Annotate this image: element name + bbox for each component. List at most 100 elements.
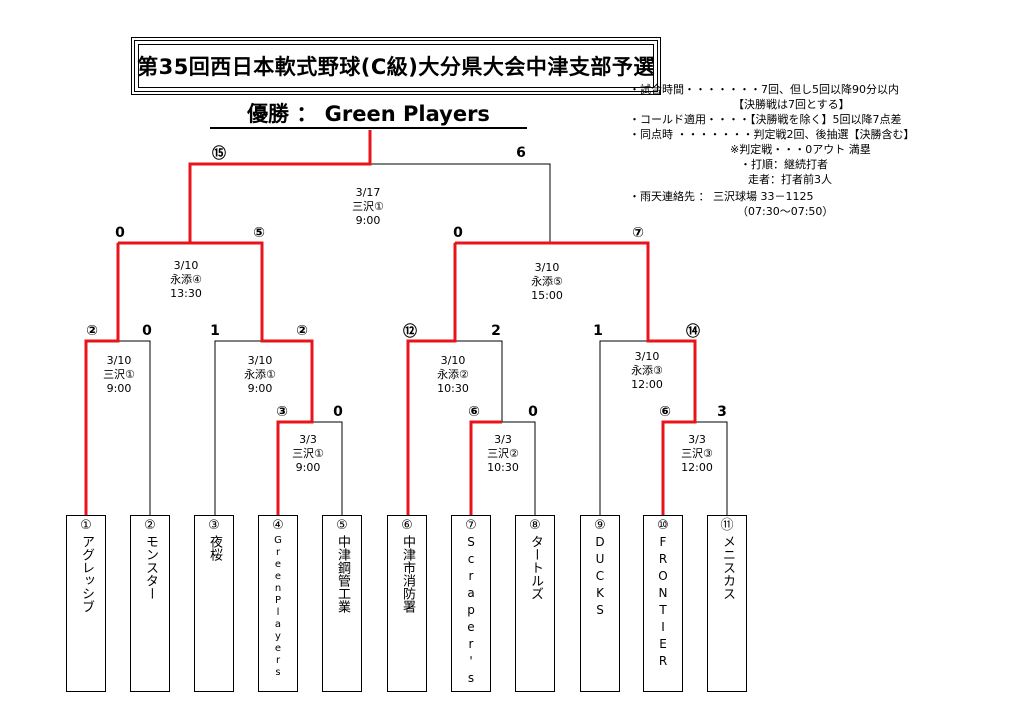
game-date: 3/3 (299, 433, 317, 446)
team-name: 夜桜 (207, 535, 222, 561)
game-time: 13:30 (170, 287, 202, 300)
score-g9-b: ⑦ (632, 225, 644, 241)
game-date: 3/10 (634, 350, 660, 363)
game-venue: 三沢① (103, 368, 135, 381)
team-box: ⑩ FRONTIER (643, 515, 683, 692)
game-info-g2: 3/3 三沢② 10:30 (487, 433, 519, 475)
score-final-b: 6 (516, 145, 526, 161)
score-g4-b: 0 (142, 323, 152, 339)
winner-label: 優勝 ： Green Players (247, 102, 490, 126)
team-box: ⑥ 中津市消防署 (387, 515, 427, 692)
team-box: ⑨ DUCKS (580, 515, 620, 692)
team-name: 中津市消防署 (400, 535, 415, 613)
rule-line: ・試合時間・・・・・・・7回、但し5回以降90分以内 (629, 83, 899, 96)
game-time: 9:00 (355, 214, 381, 227)
game-info-g7: 3/10 永添③ 12:00 (631, 350, 663, 392)
game-info-g1: 3/3 三沢① 9:00 (292, 433, 324, 475)
team-number: ② (144, 518, 156, 533)
game-venue: 永添④ (170, 273, 202, 286)
team-number: ⑦ (465, 518, 477, 533)
game-info-g4: 3/10 三沢① 9:00 (103, 354, 135, 396)
team-box: ⑪ メニスカス (707, 515, 747, 692)
score-g6-b: 2 (491, 323, 501, 339)
line-g7-a (599, 340, 648, 515)
team-name: タートルズ (528, 535, 543, 600)
team-number: ⑥ (401, 518, 413, 533)
game-venue: 三沢① (352, 200, 384, 213)
score-g4-a: ② (86, 323, 98, 339)
winner-underline (210, 127, 527, 129)
team-name: メニスカス (720, 535, 735, 600)
red-team7-path (469, 420, 502, 515)
line-final-b (370, 163, 551, 243)
game-venue: 永添① (244, 368, 276, 381)
team-box: ⑤ 中津鋼管工業 (322, 515, 362, 692)
game-info-g9: 3/10 永添⑤ 15:00 (531, 261, 563, 303)
team-number: ④ (272, 518, 284, 533)
score-g7-a: 1 (593, 323, 603, 339)
rule-line: ※判定戦・・・0アウト 満塁 (730, 143, 871, 156)
game-info-g6: 3/10 永添② 10:30 (437, 354, 469, 396)
rule-line: ・雨天連絡先 ： 三沢球場 33－1125 (629, 190, 814, 203)
red-team10-path (550, 241, 697, 515)
game-info-g5: 3/10 永添① 9:00 (244, 354, 276, 396)
team-number: ⑤ (336, 518, 348, 533)
team-number: ⑩ (657, 518, 669, 533)
score-g7-b: ⑭ (686, 324, 700, 340)
team-box: ② モンスター (130, 515, 170, 692)
game-info-g3: 3/3 三沢③ 12:00 (681, 433, 713, 475)
game-date: 3/3 (688, 433, 706, 446)
game-time: 9:00 (247, 382, 273, 395)
line-g6-b (455, 340, 503, 422)
game-time: 12:00 (681, 461, 713, 474)
score-g9-a: 0 (453, 225, 463, 241)
page-title: 第35回西日本軟式野球(C級)大分県大会中津支部予選 (137, 55, 655, 79)
score-g3-b: 3 (717, 404, 727, 420)
game-date: 3/17 (355, 186, 381, 199)
score-g5-b: ② (296, 323, 308, 339)
score-g2-a: ⑥ (468, 404, 480, 420)
team-number: ③ (208, 518, 220, 533)
title-box: 第35回西日本軟式野球(C級)大分県大会中津支部予選 (131, 37, 661, 95)
line-g1-b (312, 421, 343, 515)
game-venue: 三沢② (487, 447, 519, 460)
team-box: ⑦ Scraper's (451, 515, 491, 692)
rule-line: ・コールド適用・・・・【決勝戦を除く】5回以降7点差 (629, 113, 902, 126)
game-venue: 三沢① (292, 447, 324, 460)
rule-line: （07:30〜07:50） (737, 205, 834, 218)
game-time: 9:00 (106, 382, 132, 395)
score-g1-a: ③ (276, 404, 288, 420)
game-time: 9:00 (295, 461, 321, 474)
score-g1-b: 0 (333, 404, 343, 420)
team-name: モンスター (143, 535, 158, 600)
game-info-final: 3/17 三沢① 9:00 (352, 186, 384, 228)
team-box: ⑧ タートルズ (515, 515, 555, 692)
game-time: 12:00 (631, 378, 663, 391)
team-name: GreenPlayers (272, 535, 284, 679)
game-date: 3/10 (173, 259, 199, 272)
line-g3-b (695, 421, 728, 515)
team-name: Scraper's (464, 535, 478, 688)
game-date: 3/10 (440, 354, 466, 367)
team-name: アグレッシブ (79, 535, 94, 613)
red-team6-path (406, 243, 457, 515)
game-venue: 永添② (437, 368, 469, 381)
red-team1-path (84, 243, 120, 515)
red-team4-path (188, 130, 372, 515)
score-g5-a: 1 (210, 323, 220, 339)
game-date: 3/10 (534, 261, 560, 274)
game-date: 3/10 (247, 354, 273, 367)
score-final-a: ⑮ (212, 146, 226, 162)
score-g3-a: ⑥ (659, 404, 671, 420)
line-g5-a (214, 340, 262, 515)
team-number: ⑧ (529, 518, 541, 533)
game-venue: 三沢③ (681, 447, 713, 460)
team-number: ⑪ (720, 518, 734, 533)
game-date: 3/3 (494, 433, 512, 446)
team-name: FRONTIER (656, 535, 670, 671)
rule-line: 【決勝戦は7回とする】 (733, 98, 850, 111)
line-g4-b (118, 340, 151, 515)
game-time: 15:00 (531, 289, 563, 302)
team-number: ① (80, 518, 92, 533)
